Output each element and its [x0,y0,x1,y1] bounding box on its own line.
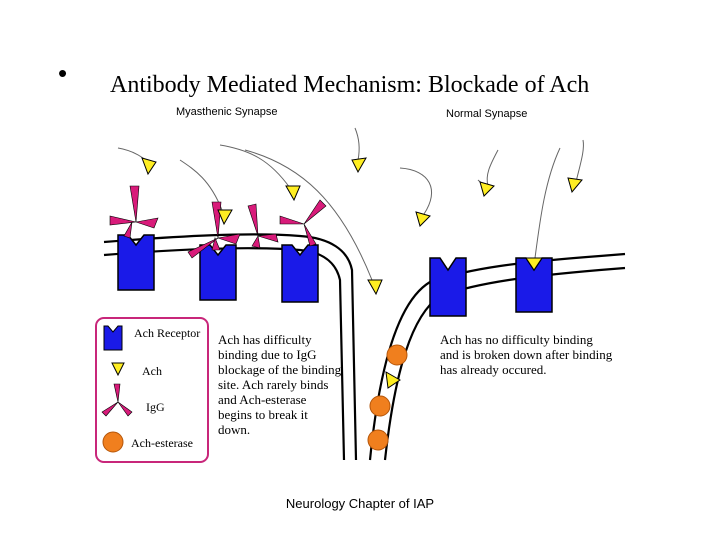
ach-receptor-2 [199,244,237,301]
ach-receptor-1 [117,234,155,291]
normal-note: Ach has no difficulty binding and is bro… [440,332,612,377]
circle-icon [102,431,124,453]
myasthenic-note-line: Ach has difficulty [218,332,312,347]
ach-esterase [367,344,408,451]
esterase-1 [386,344,408,366]
esterase-2 [369,395,391,417]
myasthenic-synapse-label: Myasthenic Synapse [176,106,278,118]
myasthenic-note-line: site. Ach rarely binds [218,377,329,392]
ach-receptor-3 [281,244,319,303]
normal-note-line: and is broken down after binding [440,347,613,362]
myasthenic-note-line: down. [218,422,251,437]
legend-ach-receptor: Ach Receptor [134,326,201,340]
normal-note-line: Ach has no difficulty binding [440,332,593,347]
ach-9 [385,371,401,389]
legend-ach: Ach [142,364,162,378]
ach-3 [285,185,301,202]
myasthenic-note-line: blockage of the binding [218,362,342,377]
igg-3 [247,203,279,249]
igg-2 [187,201,241,259]
normal-note-line: has already occured. [440,362,547,377]
ach-6 [367,279,383,296]
myasthenic-note-line: and Ach-esterase [218,392,307,407]
legend-box [95,317,209,463]
antibody-icon [101,383,133,417]
myasthenic-note-line: binding due to IgG [218,347,317,362]
ach-7 [479,181,495,197]
ach-1 [141,157,157,176]
legend-igg: IgG [146,400,165,414]
receptor-icon [103,325,123,351]
slide-bullet: • [58,58,68,88]
normal-synapse-label: Normal Synapse [446,108,528,120]
slide-title: Antibody Mediated Mechanism: Blockade of… [110,72,590,98]
ach-8 [567,177,583,194]
ach-receptor-5 [515,257,553,313]
igg-1 [109,185,159,239]
legend-ach-esterase: Ach-esterase [131,436,193,450]
myasthenic-note-line: begins to break it [218,407,308,422]
igg-antibodies [109,185,327,259]
triangle-icon [111,362,125,377]
ach-trails [117,127,584,281]
ach-4 [351,157,367,174]
ach-receptor-4 [429,257,467,317]
igg-4 [279,199,327,247]
myasthenic-note: Ach has difficulty binding due to IgG bl… [218,332,341,437]
ach-molecules [141,157,583,389]
ach-2 [217,209,233,226]
esterase-3 [367,429,389,451]
ach-5 [415,211,431,227]
slide-footer: Neurology Chapter of IAP [285,496,435,511]
